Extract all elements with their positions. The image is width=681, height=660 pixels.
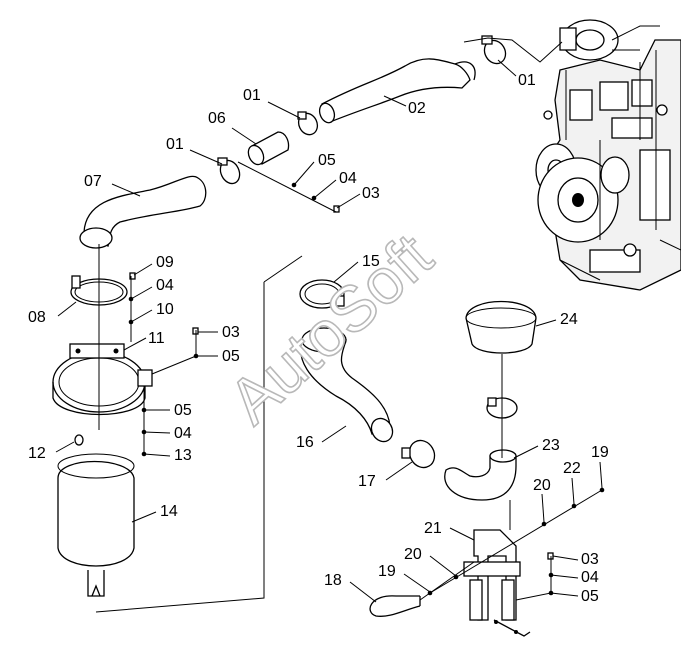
part-label-03: 03 [222, 324, 240, 341]
part-label-05: 05 [318, 152, 336, 169]
exhaust-elbow-23 [444, 449, 517, 501]
part-label-15: 15 [362, 253, 380, 270]
part-label-04: 04 [156, 277, 174, 294]
part-label-24: 24 [560, 311, 578, 328]
intake-elbow-16 [300, 327, 394, 443]
part-label-03: 03 [581, 551, 599, 568]
part-label-06: 06 [208, 110, 226, 127]
engine-illustration [535, 19, 681, 291]
part-label-19: 19 [378, 563, 396, 580]
clamp-15 [299, 279, 345, 309]
u-bolt-18 [369, 595, 421, 617]
part-label-04: 04 [339, 170, 357, 187]
part-label-10: 10 [156, 301, 174, 318]
part-label-01: 01 [518, 72, 536, 89]
part-label-08: 08 [28, 309, 46, 326]
part-label-04: 04 [581, 569, 599, 586]
part-label-02: 02 [408, 100, 426, 117]
hose-clamp-01-top-right [481, 35, 507, 65]
part-label-20: 20 [533, 477, 551, 494]
rain-cap-24 [465, 300, 537, 354]
part-label-07: 07 [84, 173, 102, 190]
assembly-lines [95, 37, 603, 613]
elbow-connector-06 [247, 131, 290, 166]
hose-clamp-01-lower [217, 157, 241, 185]
support-bracket-21 [463, 529, 531, 637]
filter-bracket-11 [52, 343, 153, 416]
watermark: AutoSoft [215, 220, 446, 438]
part-label-11: 11 [148, 330, 165, 347]
part-label-22: 22 [563, 460, 581, 477]
intake-pipe-02 [318, 58, 476, 124]
part-label-04: 04 [174, 425, 192, 442]
air-filter-14 [57, 434, 135, 597]
part-label-09: 09 [156, 254, 174, 271]
part-label-03: 03 [362, 185, 380, 202]
part-label-23: 23 [542, 437, 560, 454]
part-label-05: 05 [222, 348, 240, 365]
part-label-01: 01 [243, 87, 261, 104]
part-label-20: 20 [404, 546, 422, 563]
part-label-19: 19 [591, 444, 609, 461]
part-label-13: 13 [174, 447, 192, 464]
leader-lines [55, 59, 603, 603]
hose-clamp-01-upper [297, 111, 319, 136]
part-label-21: 21 [424, 520, 442, 537]
part-label-12: 12 [28, 445, 46, 462]
part-label-14: 14 [160, 503, 178, 520]
part-label-05: 05 [581, 588, 599, 605]
part-label-17: 17 [358, 473, 376, 490]
clamp-17 [401, 439, 436, 469]
part-label-05: 05 [174, 402, 192, 419]
part-label-01: 01 [166, 136, 184, 153]
part-label-18: 18 [324, 572, 342, 589]
part-label-16: 16 [296, 434, 314, 451]
